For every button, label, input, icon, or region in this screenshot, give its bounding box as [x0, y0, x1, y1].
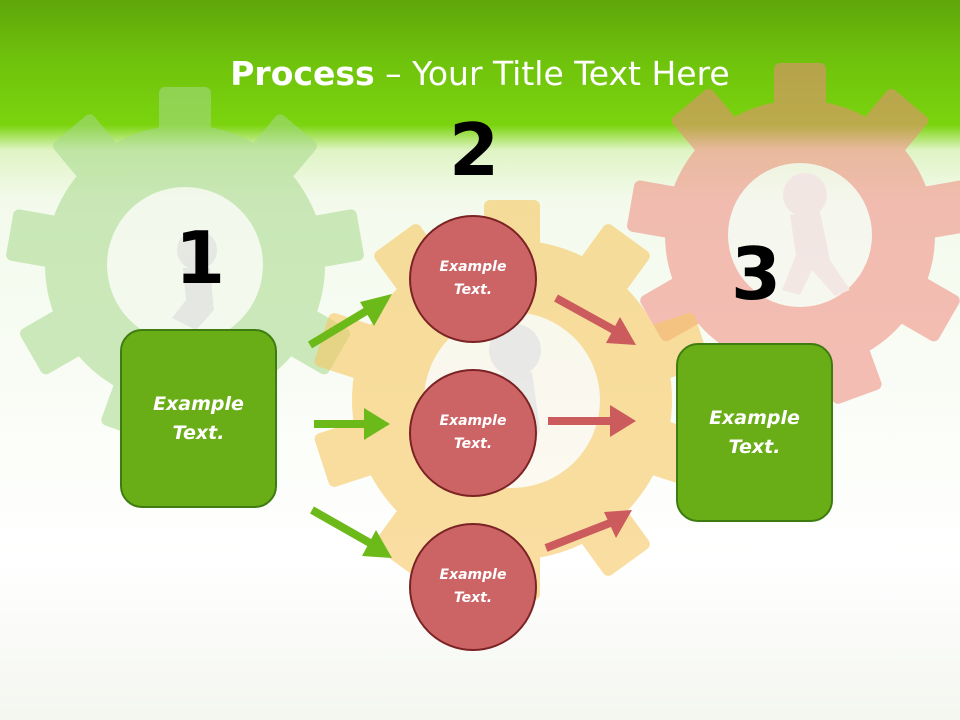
figure-left-icon	[172, 230, 217, 330]
step-1-box-line-1: Example	[153, 392, 244, 415]
step-number-2: 2	[449, 108, 500, 192]
circle-top-line-1: Example	[439, 259, 507, 275]
title-rest-text: – Your Title Text Here	[374, 54, 730, 93]
step-1-box: Example Text.	[120, 329, 277, 508]
step-2-circle-middle: Example Text.	[409, 369, 537, 497]
red-arrow-straight	[548, 405, 636, 437]
step-3-box-line-2: Text.	[728, 435, 781, 458]
red-arrow-down	[554, 294, 636, 345]
step-3-box: Example Text.	[676, 343, 833, 522]
circle-bottom-line-2: Text.	[453, 590, 493, 606]
red-arrow-up	[544, 510, 632, 552]
step-3-box-line-1: Example	[709, 406, 800, 429]
green-arrow-down	[310, 506, 392, 558]
circle-bottom-line-1: Example	[439, 567, 507, 583]
circle-top-line-2: Text.	[453, 282, 493, 298]
step-number-3: 3	[731, 232, 782, 316]
green-gear-icon	[6, 87, 364, 440]
green-arrow-up	[307, 294, 392, 349]
step-2-circle-bottom: Example Text.	[409, 523, 537, 651]
step-1-box-line-2: Text.	[172, 421, 225, 444]
circle-middle-line-1: Example	[439, 413, 507, 429]
step-number-1: 1	[175, 216, 226, 300]
circle-middle-line-2: Text.	[453, 436, 493, 452]
slide-title: Process – Your Title Text Here	[0, 54, 960, 93]
figure-right-icon	[782, 173, 850, 296]
green-arrow-straight	[314, 408, 390, 440]
step-2-circle-top: Example Text.	[409, 215, 537, 343]
title-bold-text: Process	[230, 54, 375, 93]
